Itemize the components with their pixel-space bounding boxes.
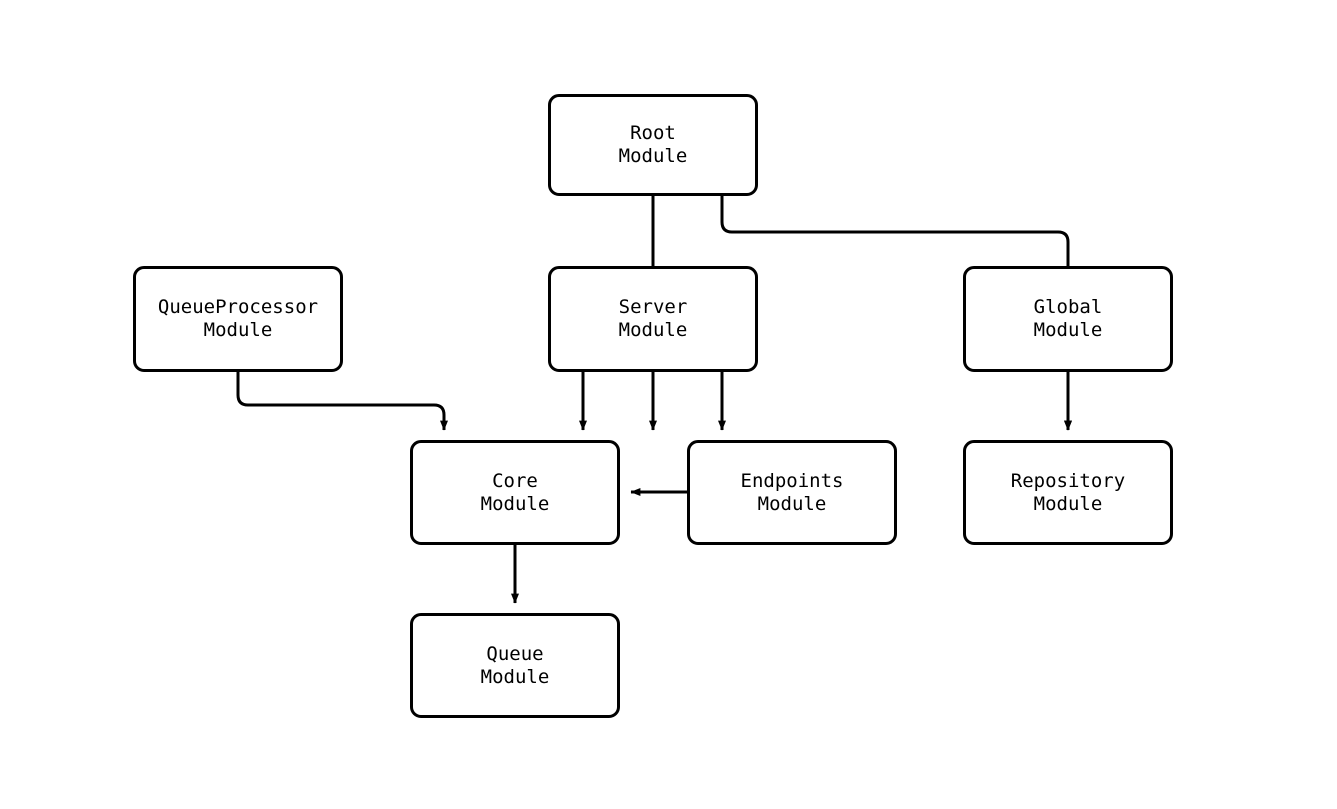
node-queue-module[interactable]: Queue Module: [410, 613, 620, 718]
node-server-module[interactable]: Server Module: [548, 266, 758, 372]
edge-queueprocessor-to-core: [236, 372, 448, 431]
node-root-module-line1: Root: [630, 122, 676, 144]
node-repository-module-line2: Module: [1033, 492, 1103, 515]
node-queueprocessor-module[interactable]: QueueProcessor Module: [133, 266, 343, 372]
node-queue-module-line1: Queue: [486, 642, 544, 665]
node-global-module[interactable]: Global Module: [963, 266, 1173, 372]
node-global-module-line1: Global: [1033, 296, 1103, 318]
node-repository-module[interactable]: Repository Module: [963, 440, 1173, 545]
node-endpoints-module-line1: Endpoints: [740, 469, 844, 492]
node-root-module[interactable]: Root Module: [548, 94, 758, 196]
node-root-module-line2: Module: [618, 145, 688, 167]
node-server-module-line2: Module: [618, 319, 688, 341]
node-queueprocessor-module-line2: Module: [203, 319, 273, 341]
node-core-module-line2: Module: [480, 492, 550, 515]
node-endpoints-module-line2: Module: [757, 492, 827, 515]
node-server-module-line1: Server: [618, 296, 688, 318]
node-core-module-line1: Core: [492, 469, 538, 492]
node-queueprocessor-module-line1: QueueProcessor: [157, 296, 319, 318]
node-endpoints-module[interactable]: Endpoints Module: [687, 440, 897, 545]
node-core-module[interactable]: Core Module: [410, 440, 620, 545]
node-global-module-line2: Module: [1033, 319, 1103, 341]
node-queue-module-line2: Module: [480, 665, 550, 688]
node-repository-module-line1: Repository: [1010, 469, 1126, 492]
